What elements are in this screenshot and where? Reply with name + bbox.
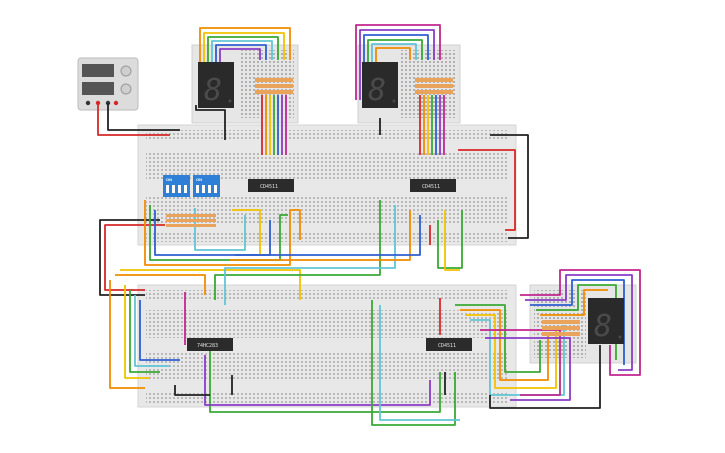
seg-digit-top-left: 8	[204, 73, 222, 108]
power-supply[interactable]	[77, 57, 139, 111]
dip-switch-left[interactable]: ON	[163, 175, 190, 197]
dip-left-label: ON	[166, 177, 172, 182]
chip-74hc283[interactable]: 74HC283	[187, 338, 233, 351]
chip-cd4511-top-right[interactable]: CD4511	[410, 179, 456, 192]
resistors-top-left	[255, 78, 293, 94]
chip-cd4511-bottom-right[interactable]: CD4511	[426, 338, 472, 351]
resistors-bottom-right	[542, 320, 580, 336]
resistors-left	[166, 214, 216, 227]
dip-switch-right[interactable]: ON	[193, 175, 220, 197]
dip-right-label: ON	[196, 177, 202, 182]
seven-segment-display-top-right[interactable]: 8	[362, 62, 398, 108]
chip-cd4511-top-left[interactable]: CD4511	[248, 179, 294, 192]
seg-digit-bottom-right: 8	[594, 309, 612, 344]
chip-bottom-right-label: CD4511	[438, 343, 456, 349]
resistors-top-right	[415, 78, 453, 94]
seg-digit-top-right: 8	[368, 73, 386, 108]
chip-bottom-left-label: 74HC283	[197, 343, 218, 349]
seven-segment-display-bottom-right[interactable]: 8	[588, 298, 624, 344]
seven-segment-display-top-left[interactable]: 8	[198, 62, 234, 108]
chip-top-left-label: CD4511	[260, 184, 278, 190]
chip-top-right-label: CD4511	[422, 184, 440, 190]
